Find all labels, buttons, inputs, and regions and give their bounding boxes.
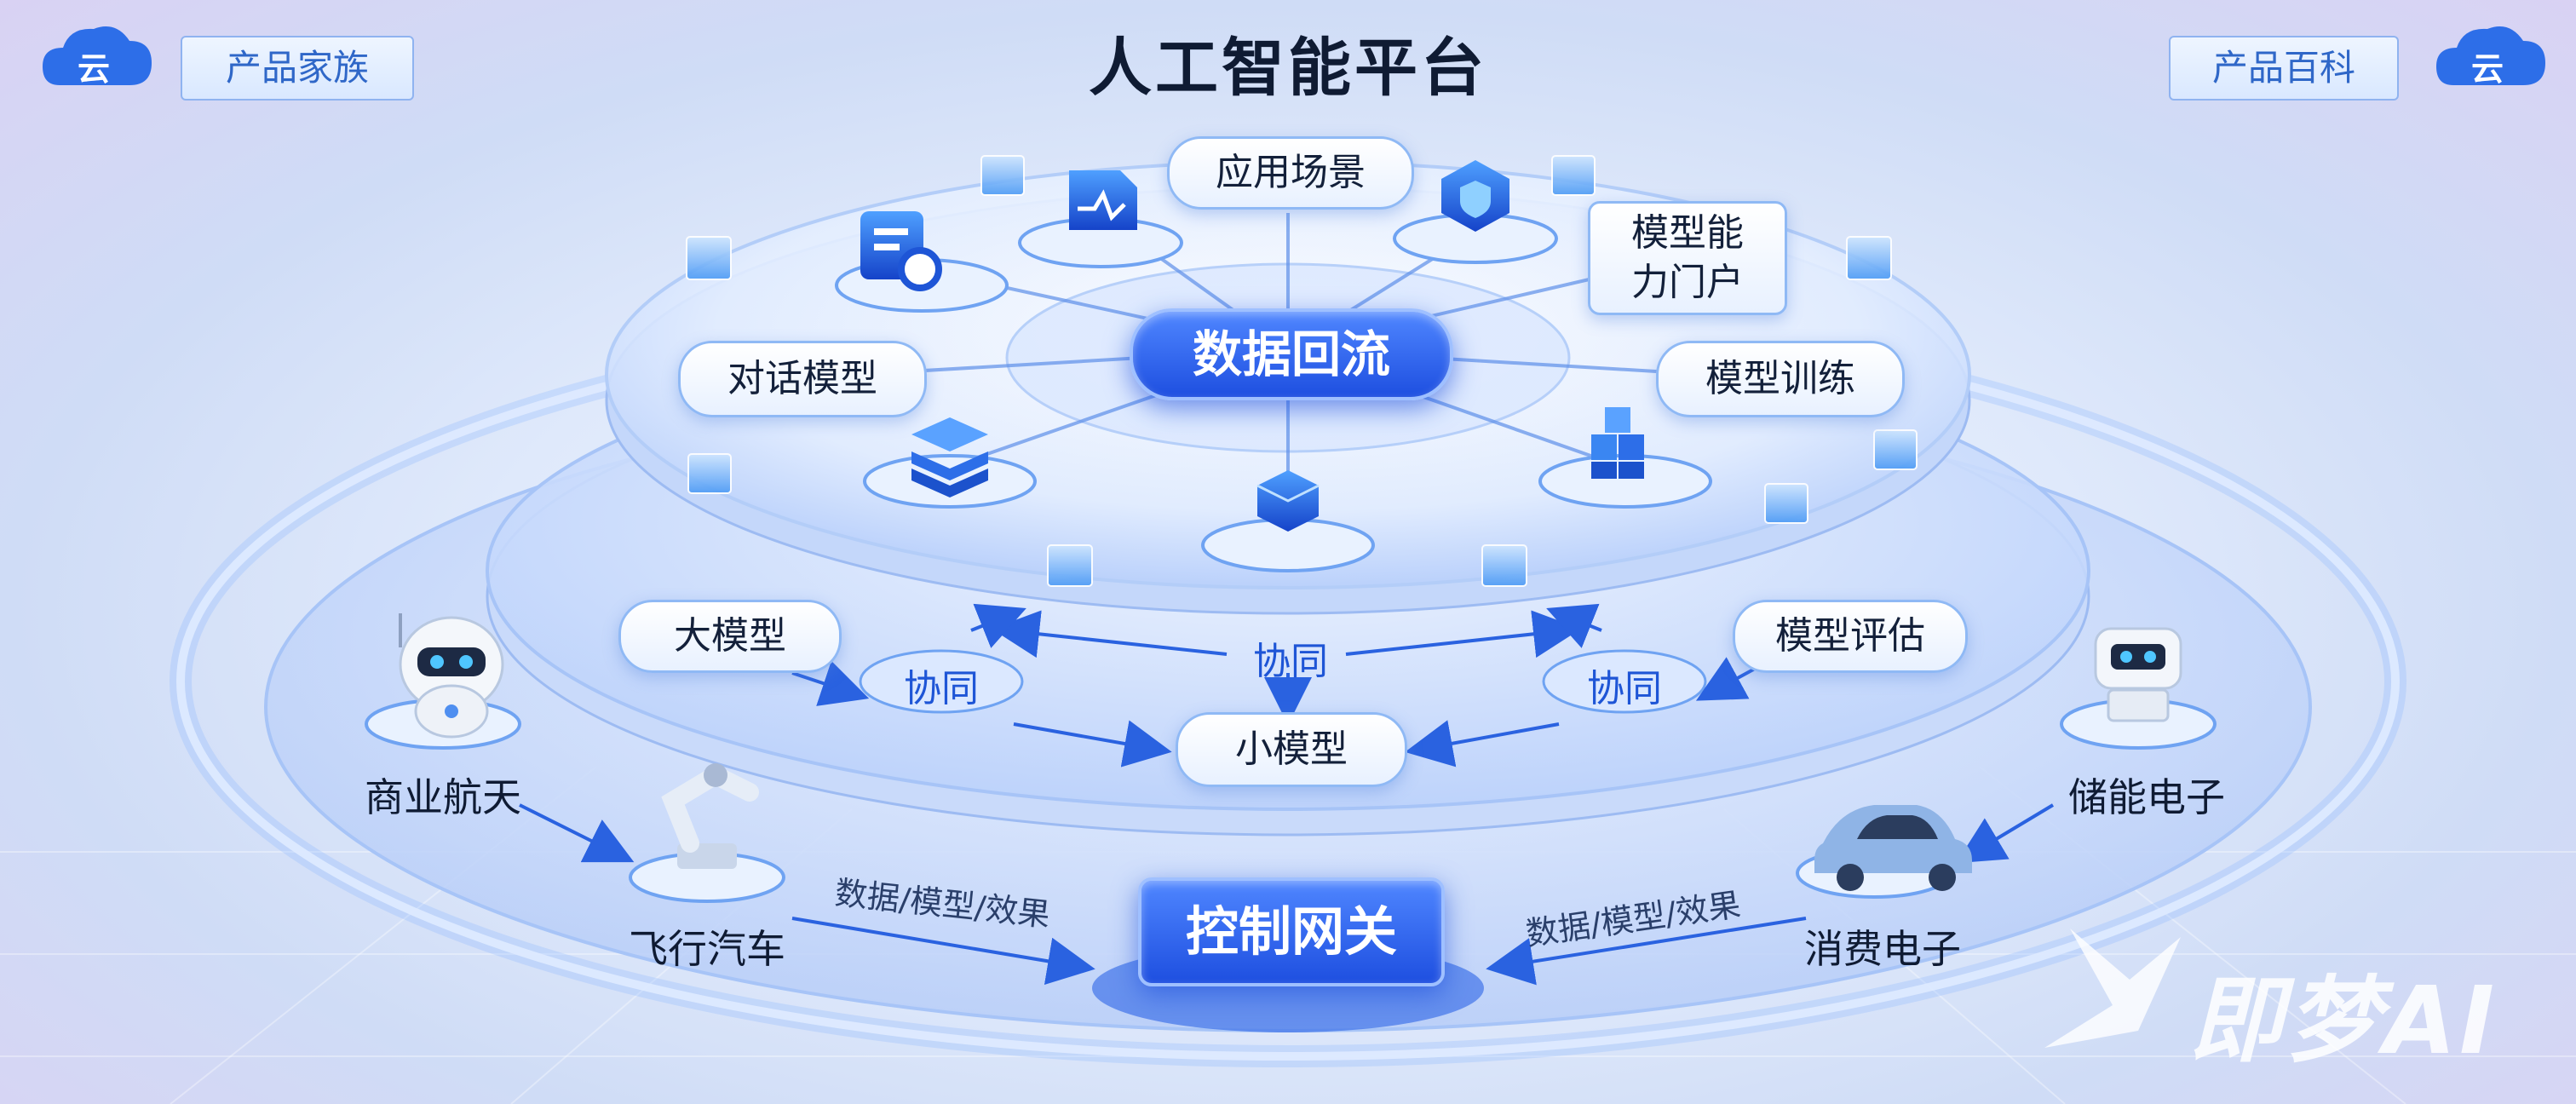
shield-icon — [1441, 160, 1509, 232]
robotic-arm-icon — [661, 763, 759, 869]
collab-arrows — [791, 603, 1756, 768]
database-layers-icon — [911, 417, 988, 497]
page-title: 人工智能平台 — [1089, 32, 1487, 105]
node-model-evaluation[interactable]: 模型评估 — [1733, 600, 1968, 673]
collab-pedestals — [859, 649, 1707, 714]
cube-icon — [1256, 470, 1320, 532]
watermark-logo-icon — [2044, 929, 2181, 1048]
monitor-chart-icon — [1069, 170, 1137, 230]
node-model-capability-portal-line2: 力门户 — [1631, 261, 1744, 304]
collab-right: 协同 — [1587, 667, 1662, 710]
right-cloud-label: 云 — [2470, 50, 2504, 88]
floating-cubes — [686, 155, 1918, 587]
node-large-model[interactable]: 大模型 — [618, 600, 842, 673]
node-application-scenarios[interactable]: 应用场景 — [1167, 136, 1414, 210]
document-search-icon — [860, 211, 942, 291]
industry-commercial-aerospace: 商业航天 — [365, 774, 521, 820]
collab-left: 协同 — [904, 667, 979, 710]
industry-energy-storage-electronics: 储能电子 — [2068, 774, 2225, 820]
industry-flying-car: 飞行汽车 — [629, 926, 785, 972]
node-small-model[interactable]: 小模型 — [1176, 712, 1407, 787]
node-model-capability-portal[interactable]: 模型能 力门户 — [1588, 201, 1787, 315]
right-cloud-badge[interactable]: 云 — [2441, 29, 2533, 89]
product-encyclopedia-button[interactable]: 产品百科 — [2169, 36, 2399, 101]
hub-data-reflow[interactable]: 数据回流 — [1130, 308, 1453, 400]
right-cloud-icon — [2436, 26, 2545, 85]
gateway-arrows — [519, 803, 2055, 986]
car-icon — [1814, 805, 1972, 891]
left-cloud-badge[interactable]: 云 — [48, 29, 140, 89]
robot-icon — [399, 613, 504, 739]
gateway-control[interactable]: 控制网关 — [1138, 877, 1445, 986]
node-dialogue-model[interactable]: 对话模型 — [678, 341, 927, 417]
stacked-blocks-icon — [1591, 407, 1644, 479]
node-model-training[interactable]: 模型训练 — [1656, 341, 1905, 417]
product-family-button[interactable]: 产品家族 — [181, 36, 414, 101]
storage-device-icon — [2094, 627, 2182, 722]
watermark-text: 即梦AI — [2189, 966, 2498, 1075]
collab-center: 协同 — [1253, 640, 1328, 683]
node-model-capability-portal-line1: 模型能 — [1631, 211, 1744, 255]
left-cloud-label: 云 — [77, 50, 110, 88]
left-cloud-icon — [43, 26, 152, 85]
industry-consumer-electronics: 消费电子 — [1804, 926, 1961, 972]
